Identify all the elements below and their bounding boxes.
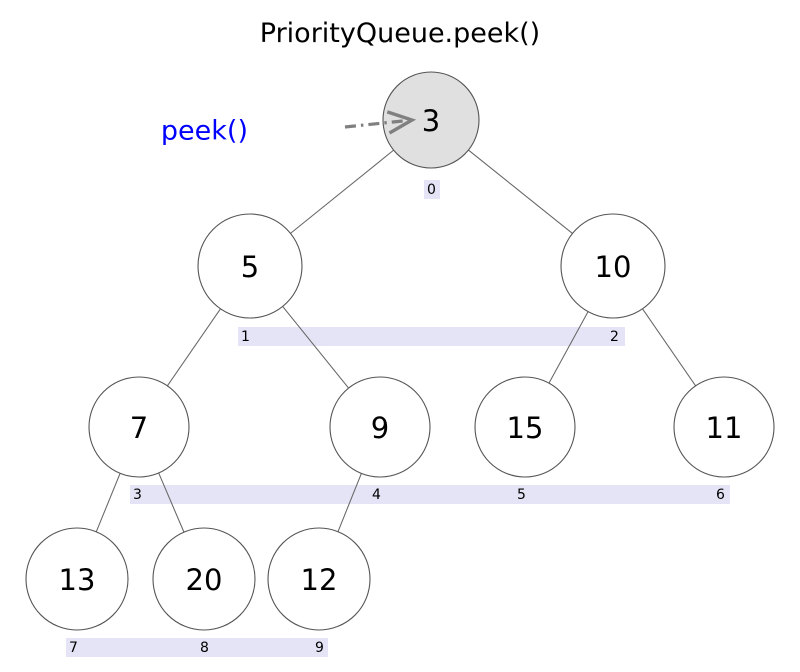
- node-value-label: 7: [130, 411, 148, 445]
- index-label: 9: [315, 640, 324, 656]
- index-label: 8: [200, 640, 209, 656]
- index-label: 7: [69, 640, 78, 656]
- index-label: 4: [372, 487, 381, 503]
- tree-edge: [282, 306, 349, 389]
- heap-node-12[interactable]: 12: [267, 527, 371, 631]
- peek-arrow-line: [344, 118, 413, 129]
- index-label: 1: [241, 329, 250, 345]
- index-band-strip: [130, 485, 730, 504]
- tree-edge: [468, 149, 573, 234]
- index-band-strip: [238, 327, 625, 346]
- heap-node-11[interactable]: 11: [673, 376, 775, 478]
- node-circle[interactable]: [152, 527, 256, 631]
- node-value-label: 13: [59, 563, 96, 597]
- tree-edge: [642, 308, 697, 387]
- tree-edge: [548, 311, 589, 384]
- page-title: PriorityQueue.peek(): [260, 18, 540, 49]
- heap-node-3[interactable]: 3: [382, 71, 480, 169]
- node-circle[interactable]: [673, 376, 775, 478]
- node-circle[interactable]: [474, 376, 576, 478]
- node-value-label: 12: [301, 563, 338, 597]
- tree-edge: [337, 473, 362, 532]
- node-circle[interactable]: [329, 376, 431, 478]
- tree-edge: [166, 308, 221, 387]
- node-value-label: 3: [422, 104, 440, 138]
- node-value-label: 10: [595, 250, 632, 284]
- node-value-label: 11: [706, 411, 743, 445]
- index-band: 7 8 9: [66, 638, 328, 657]
- index-band: 0: [424, 180, 440, 199]
- tree-edge: [158, 472, 185, 533]
- index-band-strip: [424, 180, 440, 199]
- peek-annotation-layer: peek(): [161, 110, 417, 147]
- heap-node-13[interactable]: 13: [25, 527, 129, 631]
- heap-node-7[interactable]: 7: [88, 376, 190, 478]
- node-circle-highlighted[interactable]: [382, 71, 480, 169]
- index-label: 5: [517, 487, 526, 503]
- index-label: 2: [610, 329, 619, 345]
- node-circle[interactable]: [267, 527, 371, 631]
- heap-node-9[interactable]: 9: [329, 376, 431, 478]
- node-value-label: 9: [371, 411, 389, 445]
- node-circle[interactable]: [25, 527, 129, 631]
- node-value-label: 20: [186, 563, 223, 597]
- node-circle[interactable]: [88, 376, 190, 478]
- index-band: 3 4 5 6: [130, 485, 730, 504]
- index-label: 3: [133, 487, 142, 503]
- node-circle[interactable]: [560, 213, 666, 319]
- index-label: 0: [427, 182, 436, 198]
- index-label: 6: [716, 487, 725, 503]
- tree-edges-layer: [95, 149, 697, 533]
- heap-node-20[interactable]: 20: [152, 527, 256, 631]
- heap-node-5[interactable]: 5: [197, 213, 303, 319]
- tree-edge: [290, 149, 394, 234]
- heap-node-10[interactable]: 10: [560, 213, 666, 319]
- node-circle[interactable]: [197, 213, 303, 319]
- peek-arrow-head-icon: [386, 110, 417, 135]
- tree-edge: [95, 473, 121, 532]
- node-value-label: 15: [507, 411, 544, 445]
- index-band-strip: [66, 638, 328, 657]
- peek-annotation-label: peek(): [161, 116, 248, 147]
- node-value-label: 5: [241, 250, 259, 284]
- heap-node-15[interactable]: 15: [474, 376, 576, 478]
